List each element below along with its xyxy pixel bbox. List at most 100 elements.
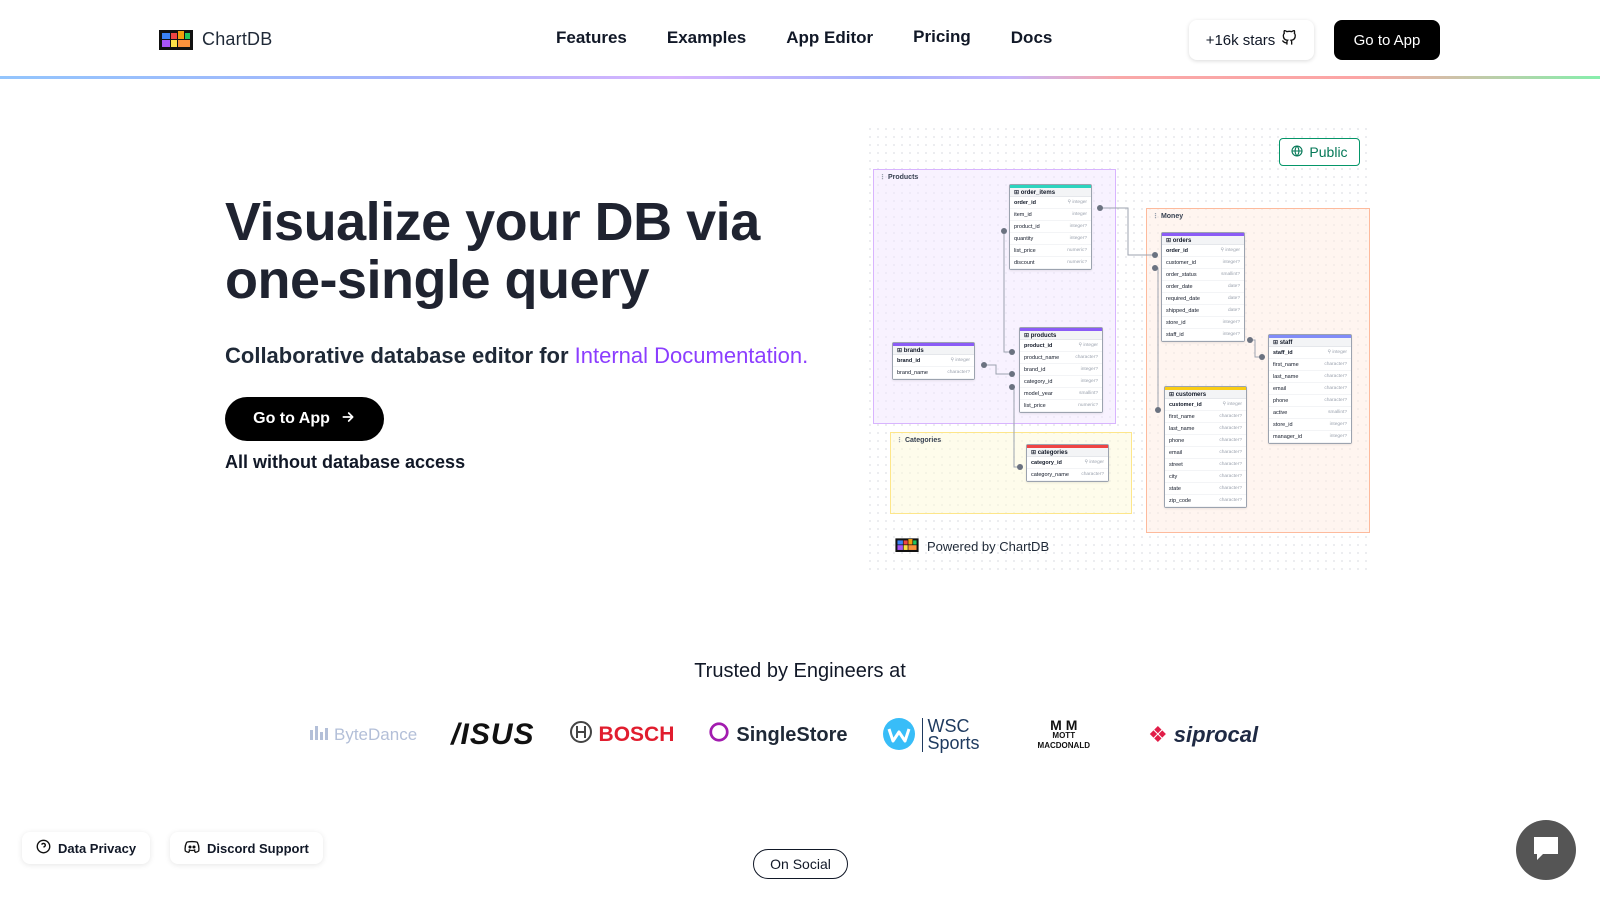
table-column-row[interactable]: street character?: [1165, 459, 1246, 471]
column-type: integer?: [1069, 236, 1087, 241]
column-type: smallint?: [1221, 272, 1240, 277]
table-column-row[interactable]: customer_id⚲ integer: [1165, 399, 1246, 411]
table-column-row[interactable]: category_id⚲ integer: [1027, 457, 1108, 469]
nav-examples[interactable]: Examples: [666, 28, 747, 47]
public-badge[interactable]: Public: [1279, 138, 1360, 166]
bosch-logo: BOSCH: [569, 720, 674, 750]
column-name: state: [1169, 485, 1181, 492]
singlestore-logo: SingleStore: [708, 721, 848, 749]
table-column-row[interactable]: staff_id⚲ integer: [1269, 347, 1351, 359]
nav-pricing[interactable]: Pricing: [913, 27, 971, 46]
discord-support-button[interactable]: Discord Support: [170, 832, 323, 864]
table-column-row[interactable]: brand_id⚲ integer: [893, 355, 974, 367]
table-column-row[interactable]: email character?: [1165, 447, 1246, 459]
hero-cta-label: Go to App: [253, 410, 330, 427]
table-column-row[interactable]: manager_id integer?: [1269, 431, 1351, 443]
column-name: customer_id: [1166, 259, 1196, 266]
brand-logo[interactable]: ChartDB: [159, 28, 272, 50]
powered-by-chartdb[interactable]: Powered by ChartDB: [895, 537, 1049, 555]
column-name: email: [1169, 449, 1183, 456]
column-name: shipped_date: [1166, 307, 1200, 314]
column-name: item_id: [1014, 211, 1032, 218]
github-stars-button[interactable]: +16k stars: [1189, 20, 1314, 60]
chat-widget-button[interactable]: [1516, 820, 1576, 880]
column-type: integer?: [1222, 320, 1240, 325]
nav-app-editor[interactable]: App Editor: [786, 28, 874, 47]
mott-macdonald-logo: M M MOTT MACDONALD: [1037, 716, 1090, 750]
column-name: category_name: [1031, 471, 1069, 478]
table-column-row[interactable]: order_id⚲ integer: [1010, 197, 1091, 209]
column-name: phone: [1169, 437, 1185, 444]
column-type: integer?: [1329, 434, 1347, 439]
column-type: ⚲ integer: [1078, 343, 1098, 348]
column-type: integer?: [1329, 422, 1347, 427]
asus-logo: /ISUS: [451, 718, 535, 751]
go-to-app-hero-button[interactable]: Go to App: [225, 397, 384, 441]
column-type: character?: [1219, 450, 1242, 455]
column-name: street: [1169, 461, 1183, 468]
arrow-right-icon: [340, 409, 356, 430]
table-column-row[interactable]: product_id⚲ integer: [1020, 340, 1102, 352]
column-name: last_name: [1273, 373, 1299, 380]
hero-subtitle: Collaborative database editor for Intern…: [225, 343, 808, 369]
wsc-sports-logo: WSC Sports: [882, 717, 980, 754]
column-name: manager_id: [1273, 433, 1303, 440]
table-header: ⊞ orders: [1162, 233, 1244, 245]
question-circle-icon: [36, 839, 51, 857]
site-header: ChartDB Features Examples App Editor Pri…: [0, 0, 1600, 78]
table-column-row[interactable]: order_id⚲ integer: [1162, 245, 1244, 257]
data-privacy-button[interactable]: Data Privacy: [22, 832, 151, 864]
go-to-app-header-button[interactable]: Go to App: [1334, 20, 1440, 60]
column-name: staff_id: [1273, 349, 1293, 356]
bosch-emblem-icon: [569, 720, 593, 750]
nav-docs[interactable]: Docs: [1010, 28, 1053, 47]
column-name: customer_id: [1169, 401, 1202, 408]
column-name: list_price: [1024, 402, 1046, 409]
hero-subtitle-prefix: Collaborative database editor for: [225, 343, 569, 368]
column-type: character?: [1219, 462, 1242, 467]
nav-features[interactable]: Features: [556, 28, 627, 47]
column-name: required_date: [1166, 295, 1200, 302]
column-name: list_price: [1014, 247, 1036, 254]
column-type: character?: [1324, 386, 1347, 391]
table-header: ⊞ products: [1020, 328, 1102, 340]
